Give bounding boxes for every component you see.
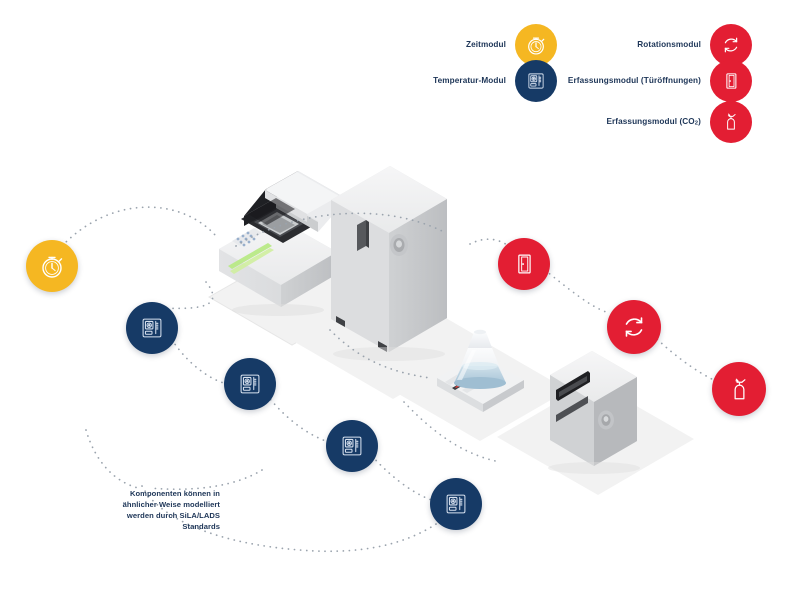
machine-magnetic-stirrer (437, 329, 524, 412)
caption-sila-lads: Komponenten können in ähnlicher Weise mo… (100, 488, 220, 532)
badge-temperatur-3[interactable] (326, 420, 378, 472)
machine-co2-incubator (548, 351, 640, 474)
badge-zeitmodul[interactable] (26, 240, 78, 292)
caption-line-2: ähnlicher Weise modelliert (122, 500, 220, 509)
badge-temperatur-4[interactable] (430, 478, 482, 530)
machine-thermocycler (219, 171, 340, 316)
caption-line-3: werden durch SiLA/LADS (126, 511, 220, 520)
badge-tueroeffnungen[interactable] (498, 238, 550, 290)
badge-temperatur-2[interactable] (224, 358, 276, 410)
badge-temperatur-1[interactable] (126, 302, 178, 354)
caption-line-1: Komponenten können in (129, 489, 220, 498)
badge-rotation[interactable] (607, 300, 661, 354)
caption-line-4: Standards (182, 522, 220, 531)
badge-co2[interactable] (712, 362, 766, 416)
machine-incubator-tall (331, 166, 447, 361)
